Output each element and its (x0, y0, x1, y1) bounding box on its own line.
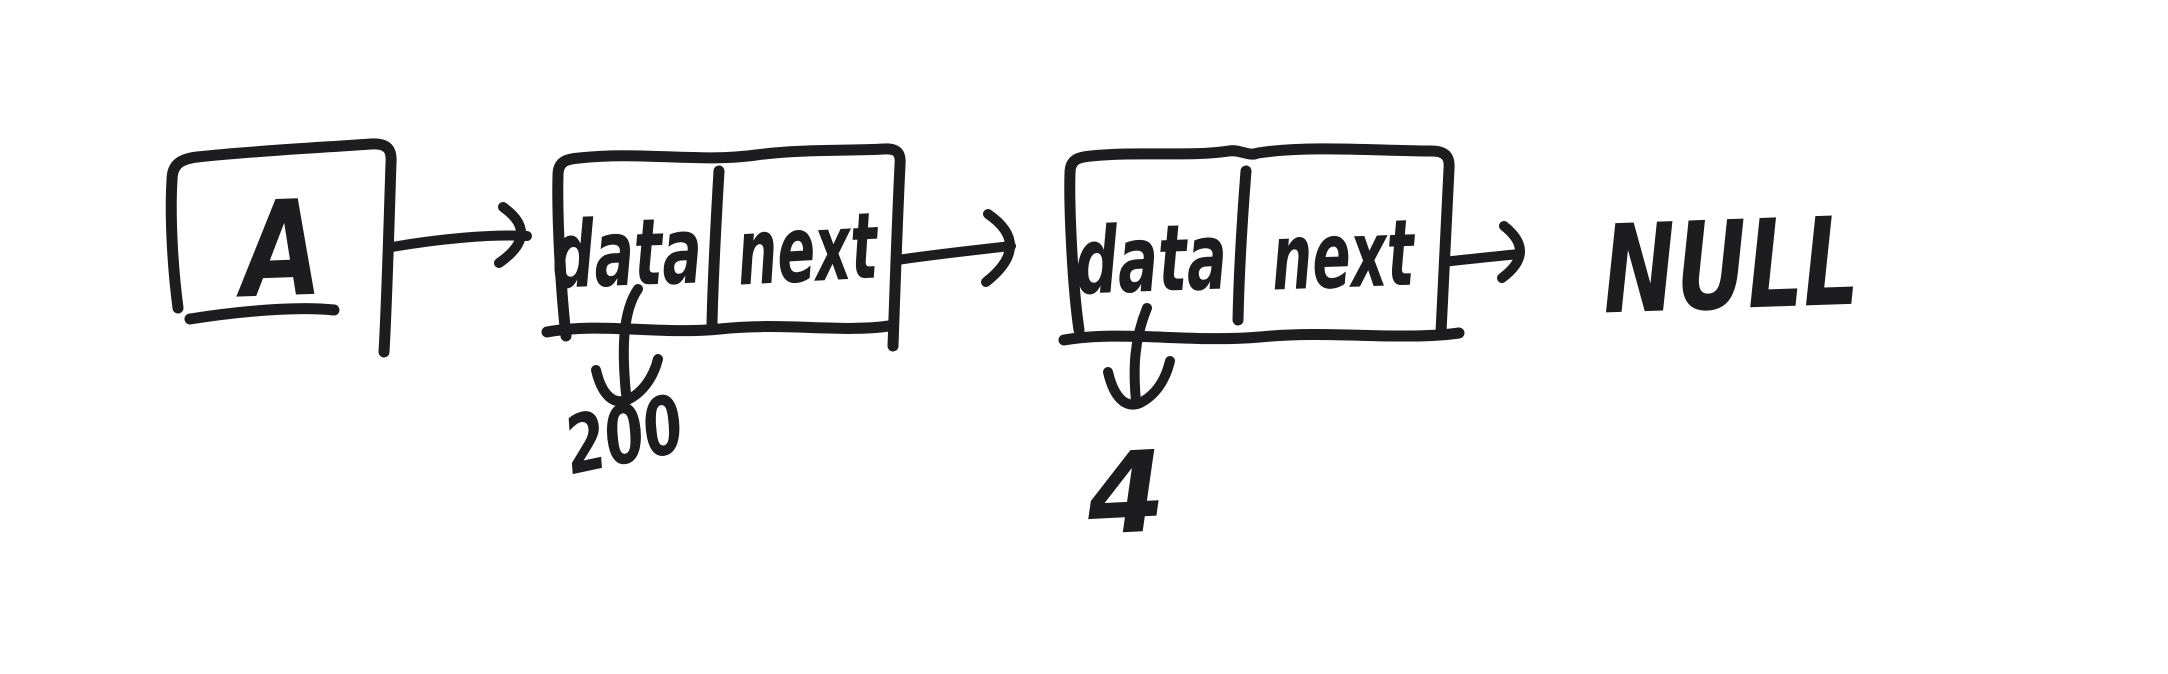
pointer-arrow-node2-to-null (1439, 221, 1525, 283)
node-1-bottom-underline (541, 320, 895, 338)
arrow-shaft (892, 241, 1016, 265)
arrow-head-icon (494, 202, 526, 268)
node-2-divider (1232, 165, 1252, 326)
node-1-value-arrow (591, 284, 663, 407)
node-2-box-outline (1064, 143, 1455, 338)
head-box-outline (165, 138, 397, 358)
head-box-underline (184, 303, 340, 325)
arrow-head-icon (1103, 356, 1175, 410)
arrow-head-icon (591, 354, 663, 407)
node-2: data next 4 (1058, 143, 1465, 561)
arrow-shaft (387, 230, 532, 252)
node-2-next-label: next (1270, 200, 1417, 312)
null-terminator-label: NULL (1600, 191, 1861, 342)
node-2-bottom-underline (1058, 327, 1465, 346)
node-2-value: 4 (1083, 427, 1169, 561)
arrow-shaft (1439, 249, 1524, 267)
node-1-box-outline (552, 143, 906, 352)
head-pointer-box: A (165, 138, 397, 358)
node-1-data-label: data (550, 197, 704, 309)
head-pointer-label: A (232, 172, 324, 329)
node-1-value: 200 (557, 377, 692, 493)
node-2-data-label: data (1073, 203, 1229, 315)
arrow-shaft (618, 284, 643, 399)
arrow-head-icon (1497, 221, 1525, 283)
pointer-arrow-node1-to-node2 (892, 209, 1016, 287)
arrow-head-icon (981, 209, 1015, 287)
node-2-value-arrow (1103, 303, 1175, 410)
node-1-divider (706, 165, 725, 330)
pointer-arrow-head-to-node1 (387, 202, 532, 268)
arrow-shaft (1129, 303, 1152, 407)
node-1-next-label: next (735, 192, 882, 306)
node-1: data next 200 (541, 143, 906, 493)
